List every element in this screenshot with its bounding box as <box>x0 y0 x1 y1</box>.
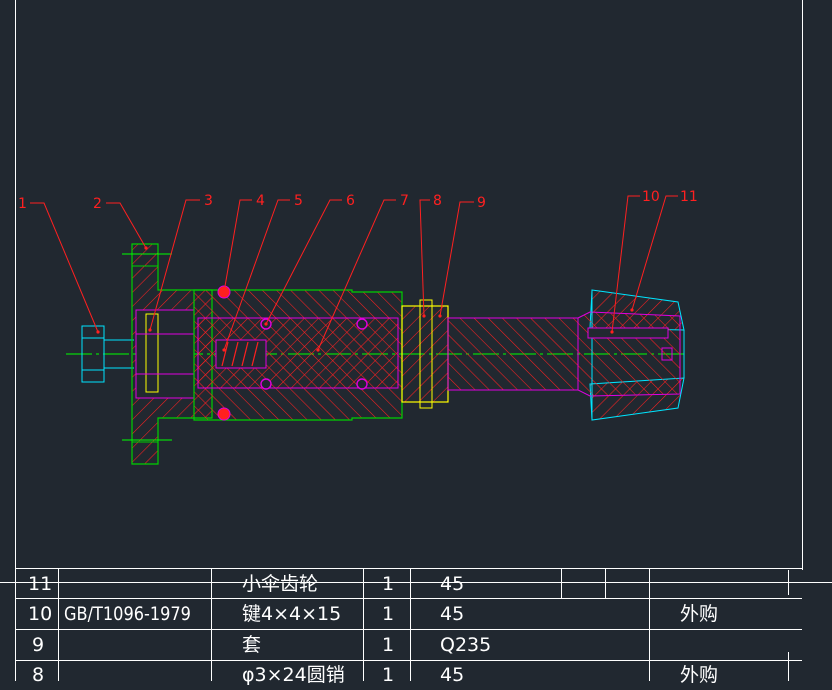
callout-7: 7 <box>400 193 409 209</box>
callout-9: 9 <box>477 195 486 211</box>
callout-6: 6 <box>346 193 355 209</box>
callout-11: 11 <box>680 189 698 205</box>
callout-4: 4 <box>256 193 265 209</box>
callout-2: 2 <box>93 196 102 212</box>
shaft <box>447 317 579 391</box>
callout-8: 8 <box>433 193 442 209</box>
parts-list-grid <box>15 568 802 681</box>
part-1-bolt <box>81 325 134 383</box>
part-10-key <box>587 327 673 361</box>
callout-5: 5 <box>294 193 303 209</box>
part-8-pin <box>419 299 433 409</box>
leader-dots <box>96 246 634 352</box>
part-3-insert <box>135 309 195 399</box>
callout-1: 1 <box>18 196 27 212</box>
callout-10: 10 <box>642 189 660 205</box>
part-9-sleeve <box>401 305 449 403</box>
part-5-spring <box>215 339 267 369</box>
leader-lines <box>30 195 678 351</box>
callout-3: 3 <box>204 193 213 209</box>
